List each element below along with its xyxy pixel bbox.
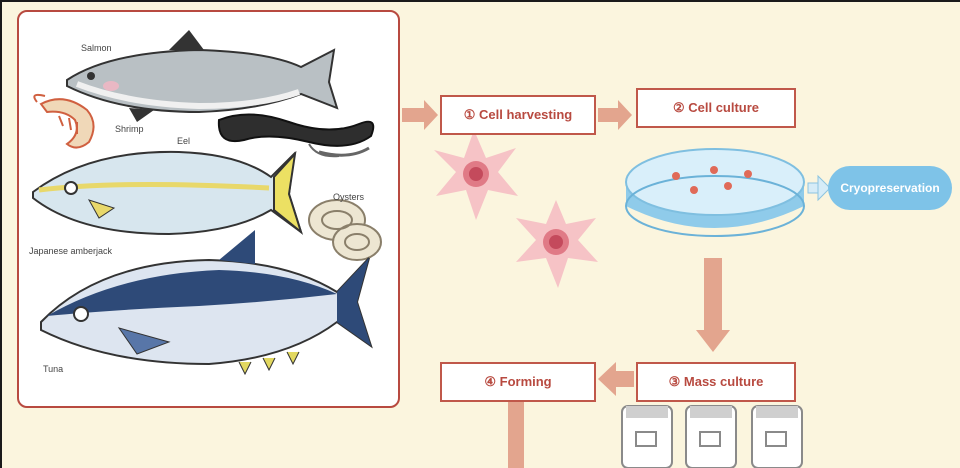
harvested-cell-2: [516, 200, 598, 288]
arrow-to-harvesting: [402, 100, 438, 130]
harvested-cell-1: [434, 130, 518, 220]
step-cell-harvesting: ① Cell harvesting: [440, 95, 596, 135]
step-forming: ④ Forming: [440, 362, 596, 402]
arrow-to-culture: [598, 100, 632, 130]
arrow-to-mass-culture: [696, 258, 730, 352]
culture-tanks: [622, 406, 802, 468]
petri-dish: [626, 149, 804, 236]
step-cell-culture: ② Cell culture: [636, 88, 796, 128]
arrow-to-cryopreservation: [808, 176, 830, 200]
arrow-from-forming: [508, 400, 524, 468]
step-mass-culture: ③ Mass culture: [636, 362, 796, 402]
step-cryopreservation: Cryopreservation: [828, 166, 952, 210]
arrow-to-forming: [598, 362, 634, 396]
